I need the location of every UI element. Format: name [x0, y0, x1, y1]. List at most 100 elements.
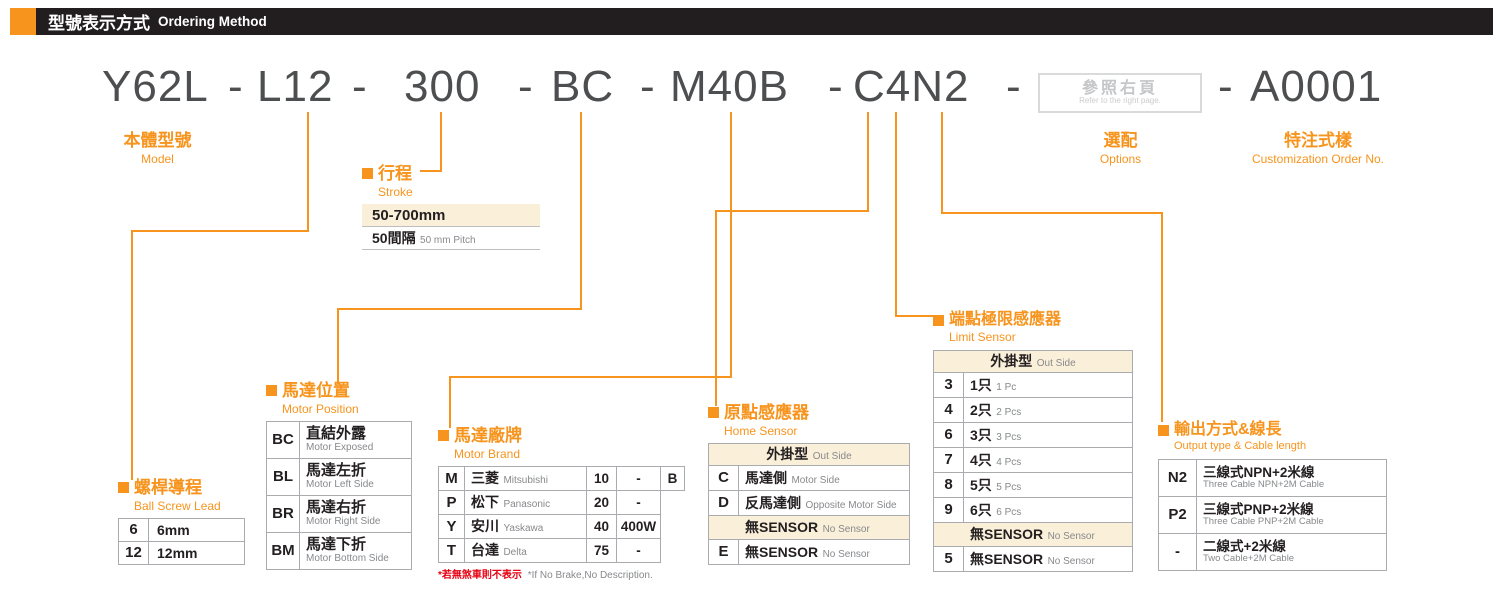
table-row: BR 馬達右折 Motor Right Side [266, 494, 412, 533]
model-segment-sensor: C4N2 [853, 62, 970, 111]
connector-line [715, 210, 869, 212]
output-desc: 三線式NPN+2米線 Three Cable NPN+2M Cable [1196, 458, 1387, 497]
table-row: P2 三線式PNP+2米線 Three Cable PNP+2M Cable [1158, 495, 1387, 534]
home-sensor-title: 原點感應器 [708, 403, 910, 423]
model-segment-motor-position: BC [551, 62, 615, 111]
limit-sensor-code: 3 [933, 371, 964, 398]
table-row: N2 三線式NPN+2米線 Three Cable NPN+2M Cable [1158, 458, 1387, 497]
limit-sensor-table: 外掛型 Out Side 3 1只 1 Pc 4 2只 2 Pcs 6 [933, 349, 1133, 572]
output-desc-en: Three Cable PNP+2M Cable [1203, 516, 1324, 528]
page-header: 型號表示方式 Ordering Method [36, 8, 1493, 35]
model-separator: - [352, 62, 367, 111]
limit-sensor-desc-zh: 無SENSOR [970, 550, 1044, 567]
table-row: T 台達 Delta 75 - [438, 537, 685, 563]
ball-screw-lead-table: 6 6mm 12 12mm [118, 517, 245, 565]
position-desc-zh: 馬達右折 [306, 499, 367, 517]
connector-line [941, 212, 1163, 214]
sensor-type-header: 外掛型 Out Side [708, 442, 910, 466]
sensor-type-header-en: Out Side [1036, 358, 1076, 370]
label-model-en: Model [141, 152, 174, 166]
motor-position-title: 馬達位置 [266, 381, 412, 401]
table-row: - 二線式+2米線 Two Cable+2M Cable [1158, 532, 1387, 571]
lead-code: 6 [118, 517, 149, 542]
home-sensor-desc-zh: 反馬達側 [745, 494, 801, 511]
label-customization-en: Customization Order No. [1251, 152, 1385, 166]
limit-sensor-code: 5 [933, 545, 964, 572]
output-cable-title-zh: 輸出方式&線長 [1174, 421, 1282, 438]
limit-sensor-desc: 1只 1 Pc [963, 371, 1133, 398]
output-desc-zh: 三線式NPN+2米線 [1203, 465, 1315, 481]
brand-code: Y [438, 513, 465, 539]
stroke-title-zh: 行程 [378, 164, 412, 183]
position-code: BL [266, 457, 300, 496]
output-code: - [1158, 532, 1197, 571]
limit-sensor-code: 9 [933, 496, 964, 523]
position-desc: 直結外露 Motor Exposed [299, 420, 412, 459]
home-sensor-code: C [708, 464, 739, 491]
brand-name-zh: 安川 [471, 518, 499, 535]
connector-line [307, 112, 309, 232]
options-reference-box: 參照右頁 Refer to the right page. [1038, 73, 1202, 113]
bullet-icon [362, 168, 373, 180]
label-model: 本體型號 Model [95, 126, 220, 166]
table-row: Y 安川 Yaskawa 40 400W [438, 513, 685, 539]
brand-code: M [438, 465, 465, 491]
home-sensor-desc: 無SENSOR No Sensor [738, 538, 910, 565]
no-sensor-zh: 無SENSOR [745, 519, 819, 536]
position-desc: 馬達下折 Motor Bottom Side [299, 531, 412, 570]
stroke-section: 行程 Stroke 50-700mm 50間隔 50 mm Pitch [362, 164, 540, 251]
connector-line [420, 170, 442, 172]
output-code: N2 [1158, 458, 1197, 497]
table-row: C 馬達側 Motor Side [708, 464, 910, 491]
lead-value: 6mm [148, 517, 245, 542]
limit-sensor-desc-zh: 6只 [970, 501, 992, 518]
connector-line [895, 315, 935, 317]
table-row: BC 直結外露 Motor Exposed [266, 420, 412, 459]
limit-sensor-desc-zh: 3只 [970, 426, 992, 443]
limit-sensor-desc: 5只 5 Pcs [963, 471, 1133, 498]
connector-line [867, 112, 869, 212]
limit-sensor-section: 端點極限感應器 Limit Sensor 外掛型 Out Side 3 1只 1… [933, 311, 1133, 572]
sensor-type-header-zh: 外掛型 [990, 353, 1033, 370]
page-title-zh: 型號表示方式 [48, 14, 150, 33]
table-row: 12 12mm [118, 540, 245, 565]
limit-sensor-desc-zh: 2只 [970, 401, 992, 418]
home-sensor-table: 外掛型 Out Side C 馬達側 Motor Side D 反馬達側 Opp… [708, 442, 910, 565]
limit-sensor-desc: 6只 6 Pcs [963, 496, 1133, 523]
connector-line [730, 112, 732, 378]
watt-code: 40 [586, 513, 617, 539]
brand-name-zh: 台達 [471, 542, 499, 559]
empty-cell [661, 490, 685, 514]
home-sensor-desc-en: No Sensor [822, 548, 870, 560]
limit-sensor-desc: 無SENSOR No Sensor [963, 545, 1133, 572]
position-desc-en: Motor Right Side [306, 516, 381, 528]
table-row: 6 3只 3 Pcs [933, 421, 1133, 448]
model-separator: - [828, 62, 843, 111]
lead-value: 12mm [148, 540, 245, 565]
watt-code: 10 [586, 465, 617, 491]
output-desc-en: Two Cable+2M Cable [1203, 553, 1295, 565]
no-sensor-row: 無SENSOR No Sensor [708, 514, 910, 540]
position-desc: 馬達右折 Motor Right Side [299, 494, 412, 533]
table-row: 5 無SENSOR No Sensor [933, 545, 1133, 572]
output-desc-zh: 三線式PNP+2米線 [1203, 502, 1314, 518]
connector-line [895, 112, 897, 317]
limit-sensor-code: 6 [933, 421, 964, 448]
table-row: 50間隔 50 mm Pitch [362, 226, 540, 251]
limit-sensor-desc: 2只 2 Pcs [963, 396, 1133, 423]
motor-brand-table: M 三菱 Mitsubishi 10 - B P 松下 Panasonic 20… [438, 465, 685, 563]
watt-value: - [616, 465, 661, 491]
empty-cell [661, 514, 685, 538]
bullet-icon [438, 430, 449, 442]
brand-name-en: Mitsubishi [503, 475, 548, 487]
motor-brand-note: *若無煞車則不表示 *If No Brake,No Description. [438, 566, 684, 581]
home-sensor-title-zh: 原點感應器 [724, 403, 809, 422]
empty-cell [661, 538, 685, 562]
limit-sensor-title: 端點極限感應器 [933, 311, 1133, 329]
output-cable-title-en: Output type & Cable length [1174, 440, 1307, 453]
motor-brand-title-zh: 馬達廠牌 [454, 426, 522, 445]
limit-sensor-desc-en: 3 Pcs [996, 431, 1022, 443]
ball-screw-lead-title-zh: 螺桿導程 [134, 478, 202, 497]
output-desc: 三線式PNP+2米線 Three Cable PNP+2M Cable [1196, 495, 1387, 534]
watt-value: 400W [616, 513, 661, 539]
